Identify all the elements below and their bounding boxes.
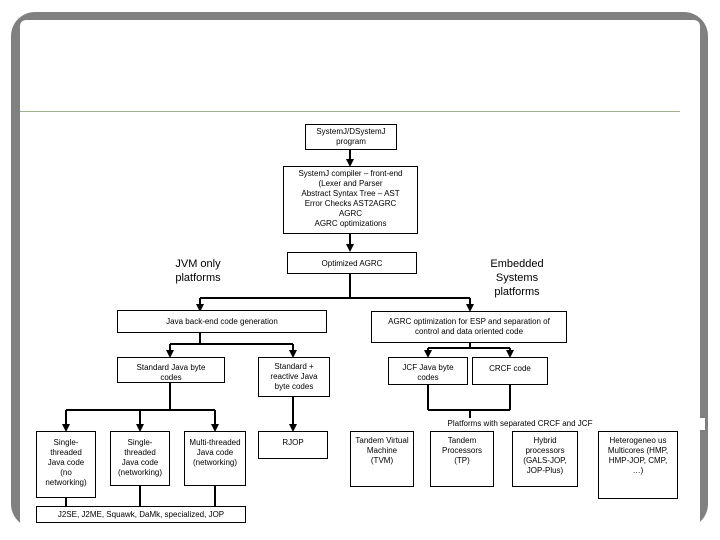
optimized-agrc-box: Optimized AGRC (287, 252, 417, 274)
platforms-separated-label: Platforms with separated CRCF and JCF (335, 418, 705, 430)
tvm-box: Tandem Virtual Machine (TVM) (350, 431, 414, 487)
rjop-box: RJOP (258, 431, 328, 459)
compiler-line-3: Abstract Syntax Tree – AST (301, 189, 400, 198)
compiler-line-2: (Lexer and Parser (318, 179, 383, 188)
tp-box: Tandem Processors (TP) (430, 431, 494, 487)
compiler-box: SystemJ compiler – front-end (Lexer and … (283, 166, 418, 234)
standard-java-box: Standard Java byte codes (117, 357, 225, 383)
java-backend-box: Java back-end code generation (117, 310, 327, 333)
agrc-optimization-box: AGRC optimization for ESP and separation… (371, 311, 567, 343)
compiler-line-6: AGRC optimizations (314, 219, 387, 228)
program-box: SystemJ/DSystemJ program (305, 124, 397, 150)
compiler-line-5: AGRC (338, 209, 363, 218)
compiler-line-1: SystemJ compiler – front-end (298, 169, 403, 178)
title-divider (20, 111, 680, 112)
single-no-net-box: Single-threaded Java code (no networking… (36, 431, 96, 498)
slide-title: System.J Compilation and Execution Strat… (116, 26, 676, 100)
title-line-1: System.J Compilation and Execution (216, 27, 676, 62)
standard-reactive-box: Standard + reactive Java byte codes (258, 357, 330, 397)
compiler-line-4: Error Checks AST2AGRC (304, 199, 397, 208)
title-line-2: Strategies (553, 64, 676, 99)
jcf-java-box: JCF Java byte codes (388, 357, 468, 385)
jvm-only-label: JVM only platforms (175, 258, 221, 284)
hetero-box: Heterogeneo us Multicores (HMP, HMP-JOP,… (598, 431, 678, 499)
jvm-list-box: J2SE, J2ME, Squawk, DaMk, specialized, J… (36, 506, 246, 523)
hybrid-box: Hybrid processors (GALS-JOP, JOP-Plus) (512, 431, 578, 487)
embedded-label: Embedded Systems platforms (490, 258, 544, 298)
crcf-code-box: CRCF code (472, 357, 548, 385)
multi-net-box: Multi-threaded Java code (networking) (184, 431, 246, 486)
single-net-box: Single-threaded Java code (networking) (110, 431, 170, 486)
